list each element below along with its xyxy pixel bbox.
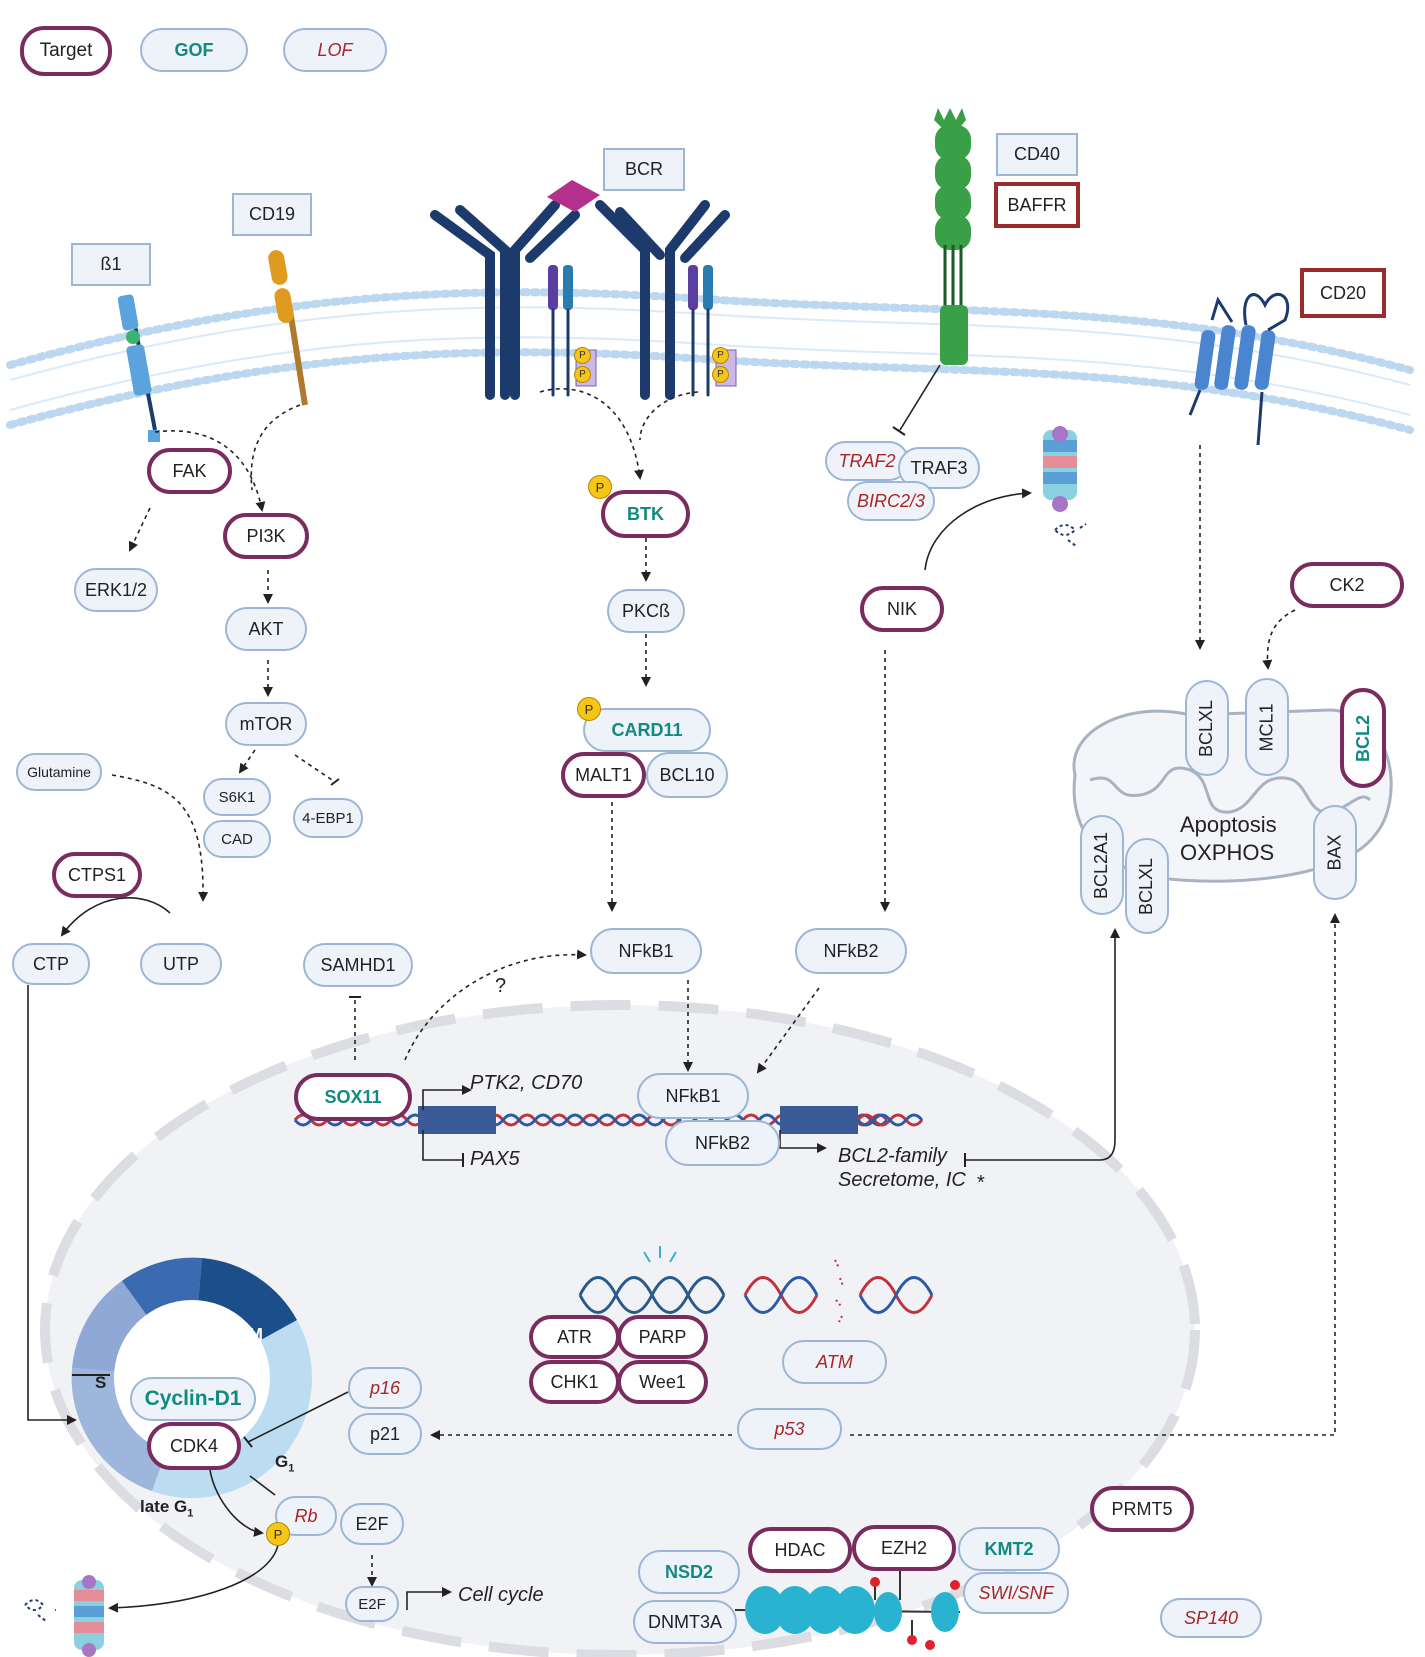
node-s6k1: S6K1: [203, 778, 271, 816]
node-bcl10: BCL10: [646, 752, 728, 798]
asterisk-note: *: [977, 1172, 985, 1194]
node-ck2: CK2: [1290, 562, 1404, 608]
node-prmt5: PRMT5: [1090, 1486, 1194, 1532]
integrin-receptor: [117, 294, 160, 442]
baffr-label: BAFFR: [994, 182, 1080, 228]
mito-label-oxphos: OXPHOS: [1180, 840, 1275, 865]
node-sox11: SOX11: [294, 1073, 412, 1121]
node-bcl2a1: BCL2A1: [1080, 815, 1124, 915]
node-pi3k: PI3K: [223, 513, 309, 559]
node-cyclin-d1: Cyclin-D1: [130, 1377, 256, 1421]
node-utp: UTP: [140, 943, 222, 985]
cd19-label: CD19: [232, 193, 312, 236]
node-atr: ATR: [529, 1315, 620, 1359]
node-hdac: HDAC: [748, 1527, 852, 1573]
gene-cell-cycle: Cell cycle: [458, 1584, 544, 1606]
node-cad: CAD: [203, 820, 271, 858]
node-kmt2: KMT2: [958, 1527, 1060, 1571]
bcr-label: BCR: [603, 148, 685, 191]
phospho-card11: P: [577, 697, 601, 721]
node-erk: ERK1/2: [74, 568, 158, 612]
node-mcl1: MCL1: [1245, 678, 1289, 776]
phospho-bcr-1b: P: [574, 366, 591, 383]
node-nfkb1-cyto: NFkB1: [590, 928, 702, 974]
phase-late-g1: late G1: [140, 1497, 194, 1520]
phase-s: S: [95, 1373, 107, 1392]
node-nsd2: NSD2: [638, 1550, 740, 1594]
node-chk1: CHK1: [529, 1360, 620, 1404]
node-parp: PARP: [617, 1315, 708, 1359]
node-nfkb1-nuc: NFkB1: [637, 1073, 749, 1119]
node-nfkb2-nuc: NFkB2: [665, 1120, 780, 1166]
question-mark: ?: [495, 975, 507, 997]
node-cdk4: CDK4: [147, 1422, 241, 1470]
cd19-receptor: [268, 250, 308, 406]
node-p53: p53: [737, 1408, 842, 1450]
gene-pax5: PAX5: [470, 1148, 520, 1170]
gene-ptk2-cd70: PTK2, CD70: [470, 1072, 583, 1094]
node-dnmt3a: DNMT3A: [633, 1600, 737, 1644]
cd40-receptor: [934, 108, 971, 365]
node-btk: BTK: [601, 490, 690, 538]
dna-damage-graphic: [578, 1246, 934, 1323]
node-traf2: TRAF2: [825, 441, 909, 481]
bcr-complex: [430, 180, 737, 400]
phase-m: M: [248, 1325, 263, 1345]
phospho-rb: P: [266, 1522, 290, 1546]
pathway-arrows: [27, 364, 1340, 1613]
node-fak: FAK: [147, 448, 232, 494]
cd40-label: CD40: [996, 133, 1078, 176]
proteasome-bottom-icon: [24, 1575, 104, 1657]
node-swi-snf: SWI/SNF: [963, 1572, 1069, 1614]
node-e2f: E2F: [340, 1503, 404, 1545]
legend-gof: GOF: [140, 28, 248, 72]
mito-label-apoptosis: Apoptosis: [1180, 812, 1277, 837]
legend-lof: LOF: [283, 28, 387, 72]
cd20-label: CD20: [1300, 268, 1386, 318]
node-card11: CARD11: [583, 708, 711, 752]
node-sp140: SP140: [1160, 1598, 1262, 1638]
node-bclxl-bottom: BCLXL: [1125, 838, 1169, 934]
phase-g1: G1: [275, 1452, 295, 1475]
node-e2f-gene: E2F: [345, 1586, 399, 1622]
phospho-btk: P: [588, 475, 612, 499]
node-malt1: MALT1: [561, 752, 646, 798]
node-pkcb: PKCß: [607, 589, 685, 633]
node-atm: ATM: [782, 1340, 887, 1384]
phospho-bcr-2a: P: [712, 347, 729, 364]
node-nik: NIK: [860, 586, 944, 632]
node-traf3: TRAF3: [898, 447, 980, 489]
dna-strand-sox11: [293, 1106, 924, 1134]
phospho-bcr-2b: P: [712, 366, 729, 383]
node-birc: BIRC2/3: [847, 481, 935, 521]
node-wee1: Wee1: [617, 1360, 708, 1404]
beta1-label: ß1: [71, 243, 151, 286]
node-bcl2: BCL2: [1340, 688, 1386, 788]
node-samhd1: SAMHD1: [303, 943, 413, 987]
node-ctps1: CTPS1: [52, 852, 142, 898]
proteasome-icon: [1043, 426, 1087, 547]
node-4ebp1: 4-EBP1: [293, 798, 363, 838]
node-bclxl-top: BCLXL: [1185, 680, 1229, 776]
phase-g2: G2: [163, 1306, 182, 1327]
node-p21: p21: [348, 1413, 422, 1455]
node-nfkb2-cyto: NFkB2: [795, 928, 907, 974]
legend-target: Target: [20, 26, 112, 76]
node-bax: BAX: [1313, 805, 1357, 900]
phospho-bcr-1a: P: [574, 347, 591, 364]
node-mtor: mTOR: [225, 702, 307, 746]
gene-secretome: Secretome, IC: [838, 1169, 966, 1191]
node-glutamine: Glutamine: [16, 753, 102, 791]
cd20-receptor: [1188, 292, 1290, 446]
node-akt: AKT: [225, 607, 307, 651]
node-ezh2: EZH2: [852, 1525, 956, 1571]
node-ctp: CTP: [12, 943, 90, 985]
gene-bcl2-family: BCL2-family: [838, 1145, 947, 1167]
node-p16: p16: [348, 1367, 422, 1409]
